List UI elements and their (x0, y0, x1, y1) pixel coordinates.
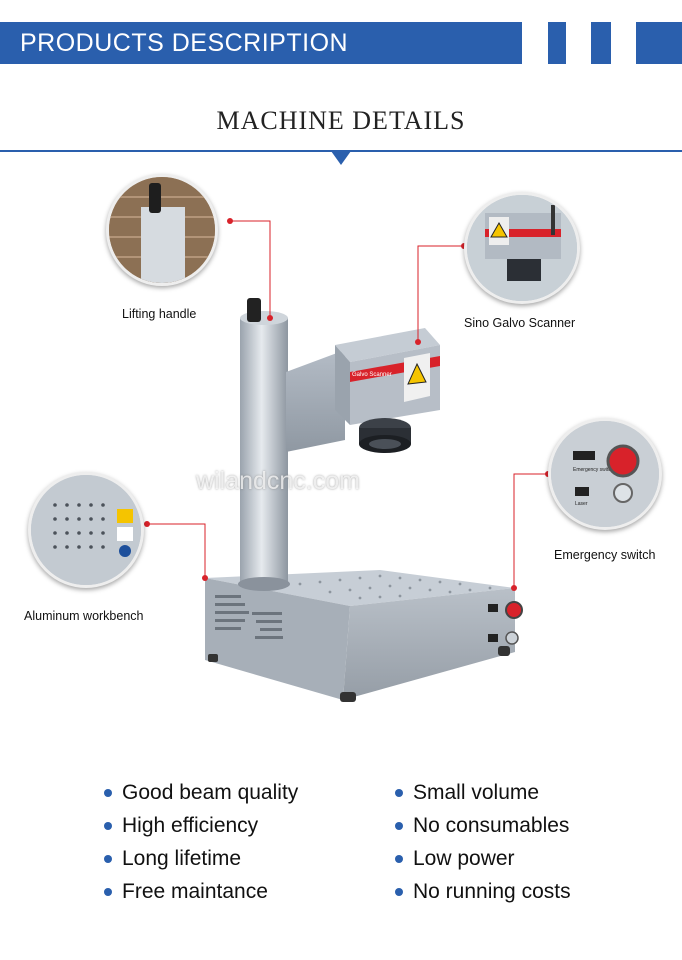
lifting-handle (247, 298, 261, 322)
feature-text: Small volume (413, 781, 540, 804)
callout-lifting-handle (106, 174, 218, 286)
column-base (238, 577, 290, 591)
workbench-closeup (31, 475, 141, 585)
label-workbench: Aluminum workbench (24, 609, 144, 623)
scanner-brand-text: Galvo Scanner (352, 372, 392, 378)
header-banner: PRODUCTS DESCRIPTION (0, 22, 522, 64)
usb-port (488, 634, 498, 642)
callout-emergency: Emergency switch Laser (548, 418, 662, 530)
scanner-side (335, 345, 350, 425)
leader-lines (147, 220, 548, 588)
vent-grille (215, 595, 283, 639)
watermark: wilandcnc.com (196, 467, 360, 495)
bullet-icon (395, 888, 403, 896)
feature-item: Good beam quality (104, 780, 298, 813)
label-lifting-handle: Lifting handle (122, 307, 197, 321)
feature-text: Good beam quality (122, 781, 299, 804)
usb-port (488, 604, 498, 612)
feature-item: High efficiency (104, 813, 298, 846)
foot (208, 654, 218, 662)
feature-item: No running costs (395, 879, 571, 912)
label-scanner: Sino Galvo Scanner (464, 316, 576, 330)
feature-text: High efficiency (122, 814, 259, 837)
laser-closeup-text: Laser (575, 501, 588, 507)
laser-warning-icon (407, 362, 427, 385)
features-left: Good beam quality High efficiency Long l… (104, 780, 298, 912)
feature-item: Low power (395, 846, 571, 879)
bullet-icon (104, 888, 112, 896)
header-stripe-3 (636, 22, 682, 64)
feature-text: Free maintance (122, 880, 268, 903)
feature-text: Long lifetime (122, 847, 242, 870)
feature-text: No consumables (413, 814, 570, 837)
scanner-top (335, 328, 440, 362)
callout-workbench (28, 472, 144, 588)
header-title: PRODUCTS DESCRIPTION (20, 29, 349, 57)
feature-item: Long lifetime (104, 846, 298, 879)
bullet-icon (395, 789, 403, 797)
label-emergency: Emergency switch (554, 548, 656, 562)
bullet-icon (395, 822, 403, 830)
feature-item: Small volume (395, 780, 571, 813)
foot (498, 646, 510, 656)
divider-notch (331, 151, 351, 165)
section-title: MACHINE DETAILS (216, 106, 466, 135)
lifting-handle-closeup (109, 177, 215, 283)
bullet-icon (104, 855, 112, 863)
emergency-button (505, 601, 523, 619)
feature-text: Low power (413, 847, 515, 870)
arm (286, 350, 345, 452)
base-right-face (343, 588, 515, 700)
lifting-column (240, 318, 288, 586)
feature-item: Free maintance (104, 879, 298, 912)
workbench-holes (298, 574, 492, 600)
scanner-closeup (467, 195, 577, 301)
feature-item: No consumables (395, 813, 571, 846)
header-stripe-2 (591, 22, 611, 64)
bullet-icon (395, 855, 403, 863)
foot (340, 692, 356, 702)
bullet-icon (104, 789, 112, 797)
header-stripe-1 (548, 22, 566, 64)
callout-scanner (464, 192, 580, 304)
bullet-icon (104, 822, 112, 830)
field-lens-glass (369, 439, 401, 449)
feature-text: No running costs (413, 880, 571, 903)
emergency-closeup-text: Emergency switch (573, 467, 614, 473)
features-right: Small volume No consumables Low power No… (395, 780, 571, 912)
laser-switch (505, 631, 519, 645)
emergency-closeup: Emergency switch Laser (551, 421, 659, 527)
